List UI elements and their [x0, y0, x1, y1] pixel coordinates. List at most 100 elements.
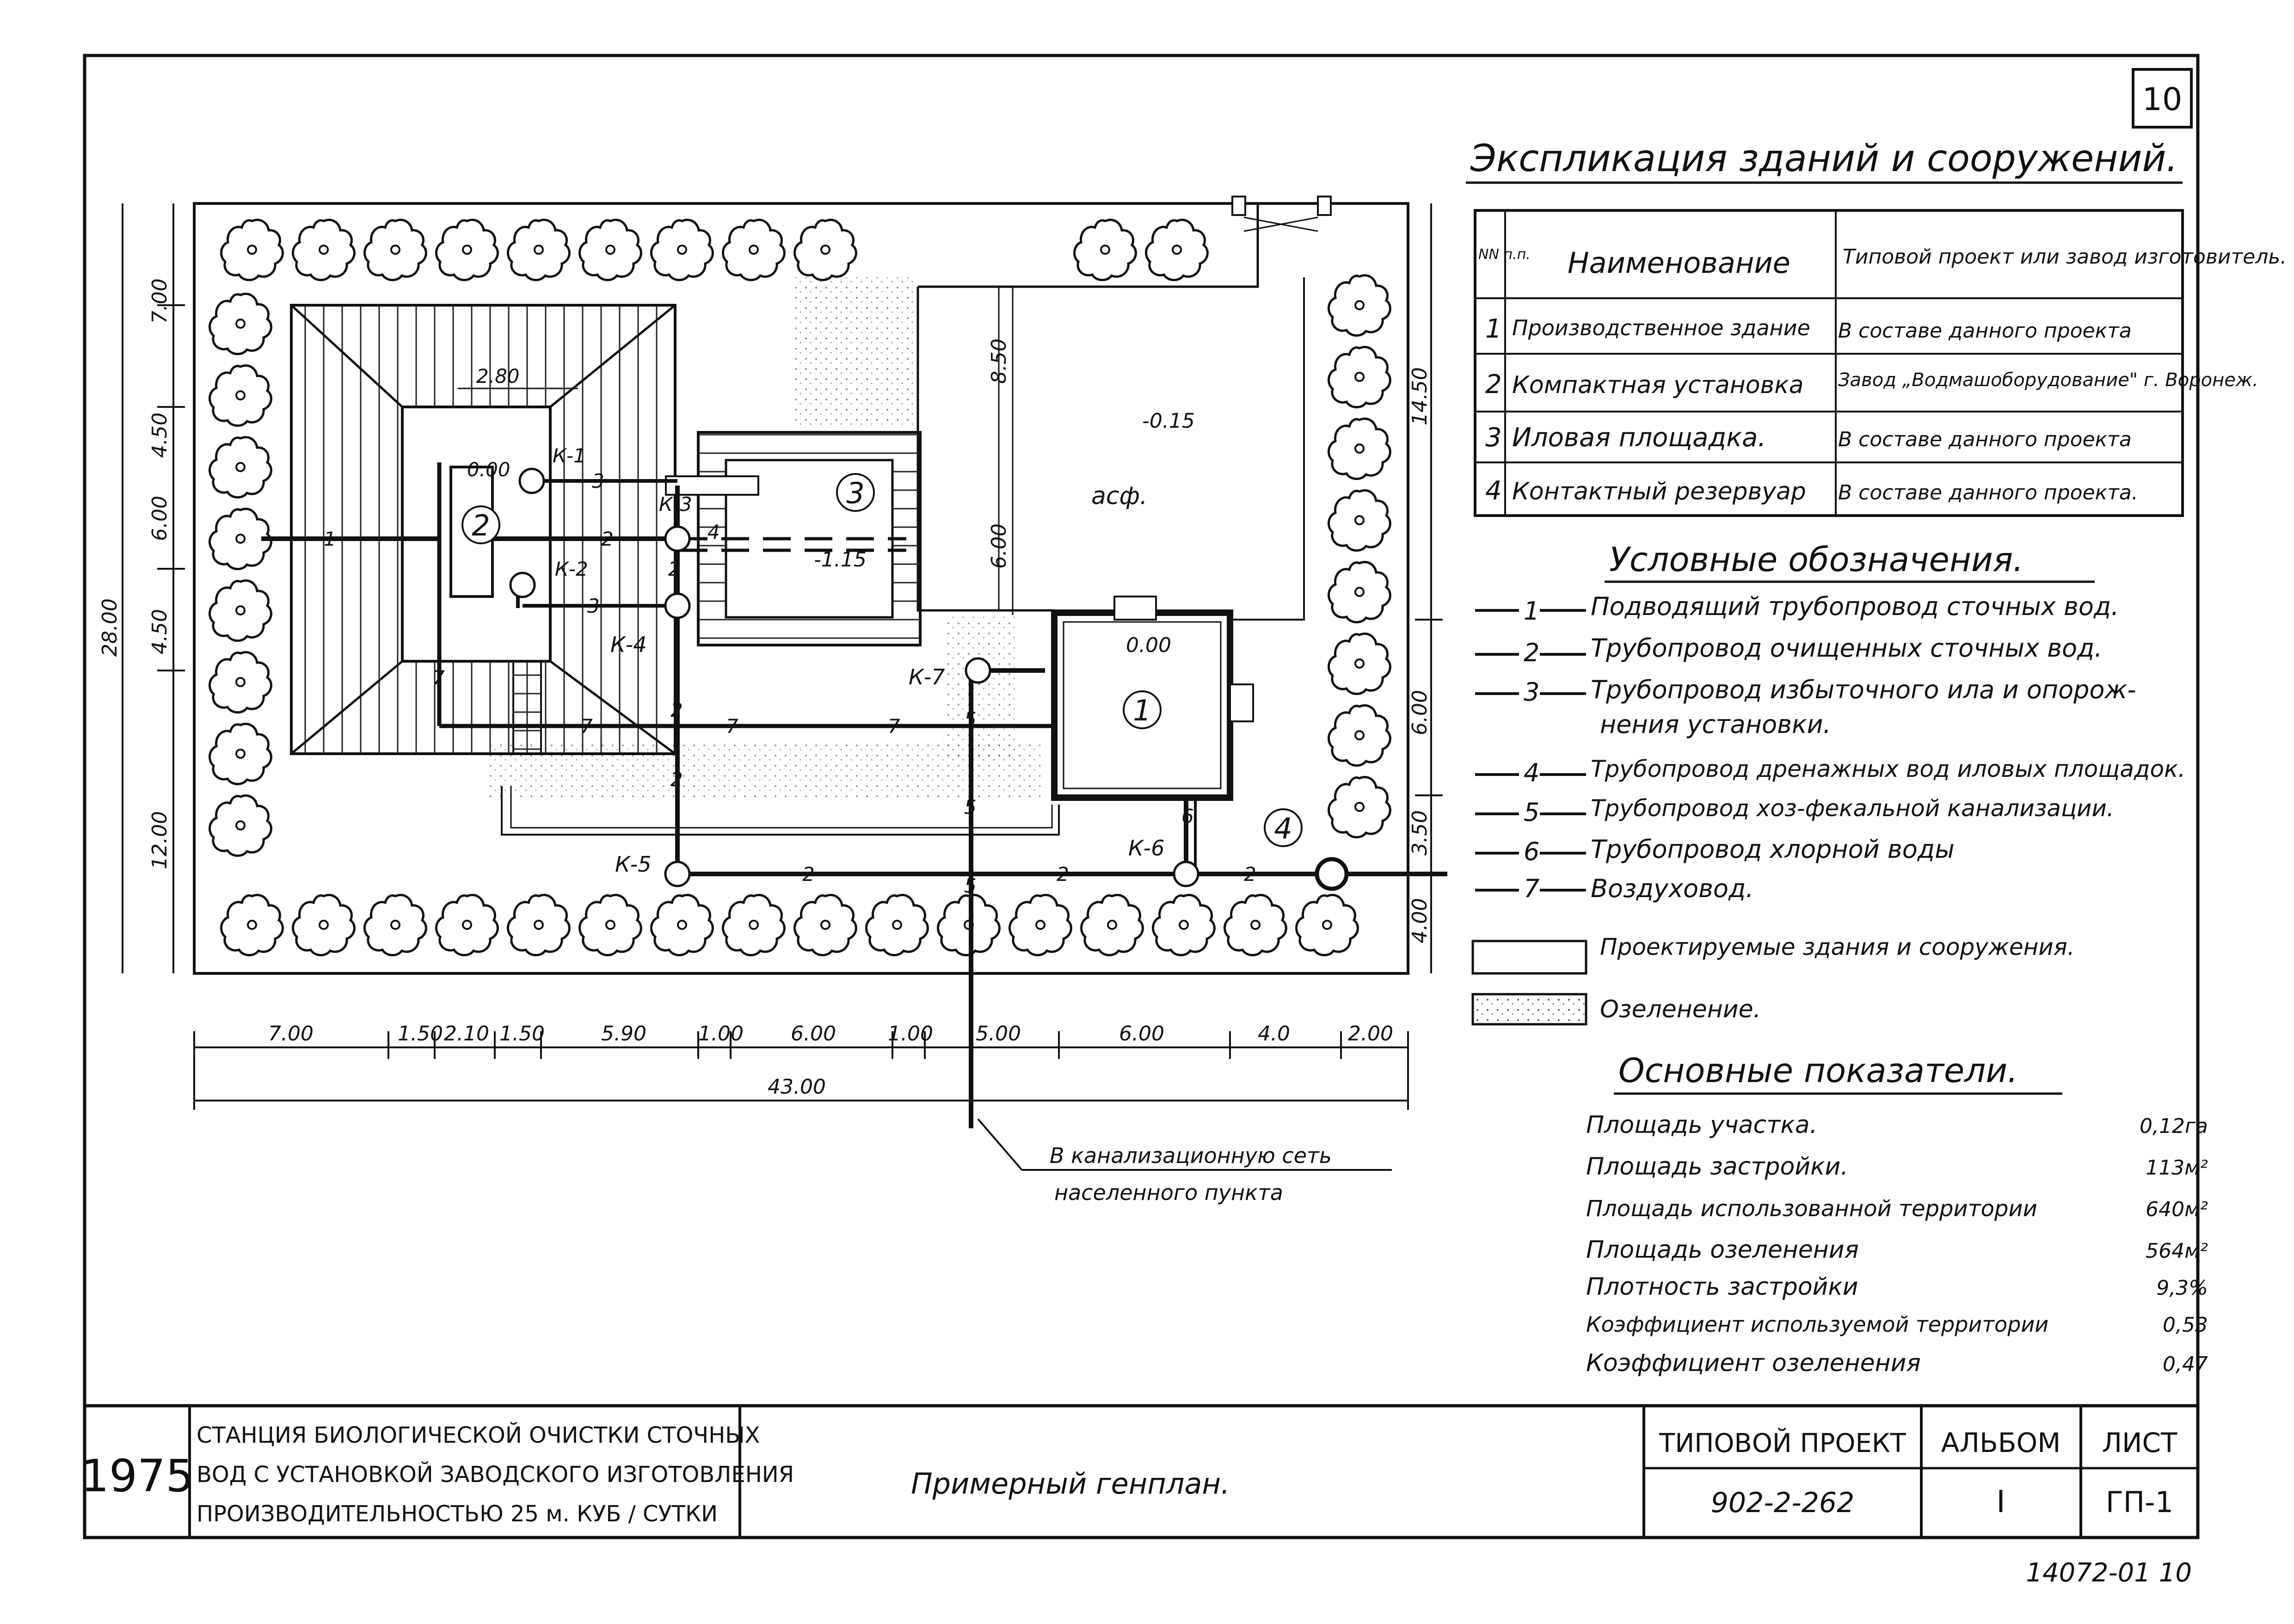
svg-text:4.50: 4.50: [148, 609, 172, 654]
legend-projected-label: Проектируемые здания и сооружения.: [1600, 934, 2075, 960]
svg-text:2: 2: [668, 558, 681, 580]
svg-text:113м²: 113м²: [2146, 1156, 2208, 1180]
level-sludge-pad: -1.15: [814, 548, 867, 572]
site-plan: 2 3 1 4 К-1 К-2 К-3 К-4 К-5 К-6 К-7 0.00…: [98, 196, 1447, 1205]
explication-block: Экспликация зданий и сооружений. NN п.п.…: [1466, 137, 2287, 517]
svg-text:7: 7: [580, 715, 593, 738]
svg-text:1.00: 1.00: [698, 1022, 744, 1046]
svg-text:1: 1: [1485, 314, 1502, 344]
level-asphalt: -0.15: [1142, 409, 1195, 433]
marker-3: 3: [846, 476, 864, 510]
sheet-frame: 10: [83, 54, 2200, 1539]
svg-text:5: 5: [1524, 798, 1539, 827]
svg-text:640м²: 640м²: [2146, 1198, 2208, 1221]
outlet-label-line2: населенного пункта: [1054, 1180, 1283, 1205]
well-label-k2: К-2: [555, 558, 588, 580]
svg-text:4.50: 4.50: [148, 412, 172, 458]
svg-text:нения установки.: нения установки.: [1600, 710, 1831, 739]
indicators-title: Основные показатели.: [1618, 1051, 2018, 1090]
well-label-k3: К-3: [659, 493, 692, 516]
site-boundary: [193, 202, 1409, 975]
sheet-number: 10: [2142, 81, 2183, 118]
legend-title: Условные обозначения.: [1609, 540, 2023, 579]
svg-text:1.00: 1.00: [888, 1022, 933, 1046]
svg-text:3: 3: [592, 470, 604, 492]
svg-text:Коэффициент озеленения: Коэффициент озеленения: [1586, 1349, 1921, 1377]
svg-text:6: 6: [1181, 805, 1194, 828]
right-dimension-labels: 14.50 6.00 3.50 4.00: [1408, 367, 1432, 943]
svg-text:В составе данного проекта: В составе данного проекта: [1838, 428, 2132, 451]
left-dimension-labels: 7.00 4.50 6.00 4.50 12.00 28.00: [98, 278, 172, 869]
svg-text:2: 2: [1057, 863, 1069, 886]
svg-text:Производственное здание: Производственное здание: [1512, 315, 1810, 340]
svg-text:5: 5: [964, 796, 977, 818]
svg-text:0,47: 0,47: [2163, 1353, 2208, 1376]
album-value: I: [1996, 1484, 2005, 1519]
col-header-name: Наименование: [1568, 246, 1790, 280]
svg-text:6.00: 6.00: [1408, 690, 1432, 735]
bottom-dimensions: [193, 1031, 1409, 1110]
svg-text:Трубопровод очищенных сточных: Трубопровод очищенных сточных вод.: [1591, 634, 2103, 663]
bottom-dimension-labels: 7.00 1.50 2.10 1.50 5.90 1.00 6.00 1.00 …: [268, 1022, 1393, 1099]
svg-text:5.00: 5.00: [976, 1022, 1021, 1046]
title-description-2: ВОД С УСТАНОВКОЙ ЗАВОДСКОГО ИЗГОТОВЛЕНИЯ: [197, 1461, 794, 1488]
level-contact-tank: 0.00: [1126, 634, 1171, 657]
svg-text:В составе данного проекта.: В составе данного проекта.: [1838, 481, 2138, 504]
svg-text:1.50: 1.50: [499, 1022, 545, 1046]
project-number: 902-2-262: [1711, 1487, 1855, 1519]
well-label-k6: К-6: [1128, 836, 1165, 861]
svg-text:7.00: 7.00: [148, 278, 172, 324]
title-year: 1975: [81, 1450, 194, 1502]
svg-text:4.00: 4.00: [1408, 898, 1432, 943]
svg-text:43.00: 43.00: [768, 1075, 826, 1099]
svg-text:7: 7: [432, 666, 445, 689]
marker-2: 2: [472, 509, 490, 542]
col-header-project: Типовой проект или завод изготовитель.: [1843, 245, 2287, 269]
svg-text:2.10: 2.10: [444, 1022, 489, 1046]
svg-text:4: 4: [1485, 476, 1502, 506]
svg-text:2: 2: [670, 699, 683, 721]
archive-number: 14072-01 10: [2026, 1558, 2192, 1588]
svg-text:7.00: 7.00: [268, 1022, 314, 1046]
svg-text:4.0: 4.0: [1258, 1022, 1290, 1046]
svg-text:6.00: 6.00: [148, 496, 172, 541]
title-description-1: СТАНЦИЯ БИОЛОГИЧЕСКОЙ ОЧИСТКИ СТОЧНЫХ: [197, 1422, 760, 1448]
svg-text:2.00: 2.00: [1348, 1022, 1393, 1046]
svg-text:12.00: 12.00: [148, 811, 172, 869]
svg-text:14.50: 14.50: [1408, 367, 1432, 425]
marker-4: 4: [1274, 812, 1292, 845]
svg-text:Воздуховод.: Воздуховод.: [1591, 874, 1753, 903]
svg-text:Трубопровод избыточного ила и: Трубопровод избыточного ила и опорож-: [1591, 675, 2136, 704]
greenery-right: [1328, 275, 1390, 837]
left-dimensions: [122, 203, 185, 973]
explication-title: Экспликация зданий и сооружений.: [1470, 137, 2178, 180]
svg-text:6.00: 6.00: [791, 1022, 836, 1046]
svg-text:3: 3: [1524, 677, 1539, 707]
greenery-top: [221, 220, 1207, 280]
svg-text:4: 4: [707, 521, 720, 543]
svg-text:Площадь участка.: Площадь участка.: [1586, 1111, 1817, 1139]
marker-1: 1: [1133, 694, 1151, 727]
title-block: 1975 СТАНЦИЯ БИОЛОГИЧЕСКОЙ ОЧИСТКИ СТОЧН…: [81, 1404, 2198, 1538]
svg-text:2: 2: [802, 863, 815, 886]
svg-text:3: 3: [1485, 423, 1502, 453]
svg-text:5: 5: [964, 708, 977, 731]
svg-text:1.50: 1.50: [398, 1022, 443, 1046]
svg-text:Иловая площадка.: Иловая площадка.: [1512, 423, 1766, 453]
svg-text:9,3%: 9,3%: [2156, 1276, 2208, 1300]
project-header: ТИПОВОЙ ПРОЕКТ: [1659, 1428, 1907, 1458]
pipeline-4: [680, 537, 906, 552]
title-description-3: ПРОИЗВОДИТЕЛЬНОСТЬЮ 25 м. КУБ / СУТКИ: [197, 1501, 718, 1527]
pipeline-6: [1185, 795, 1197, 869]
sheet-value: ГП-1: [2106, 1485, 2173, 1519]
svg-text:Контактный резервуар: Контактный резервуар: [1512, 478, 1806, 505]
svg-text:3: 3: [587, 595, 600, 617]
wells: [509, 468, 1349, 891]
level-building-2: 0.00: [467, 458, 510, 481]
svg-text:8.50: 8.50: [987, 338, 1011, 384]
building-markers: [461, 473, 1303, 847]
well-label-k4: К-4: [610, 632, 647, 657]
